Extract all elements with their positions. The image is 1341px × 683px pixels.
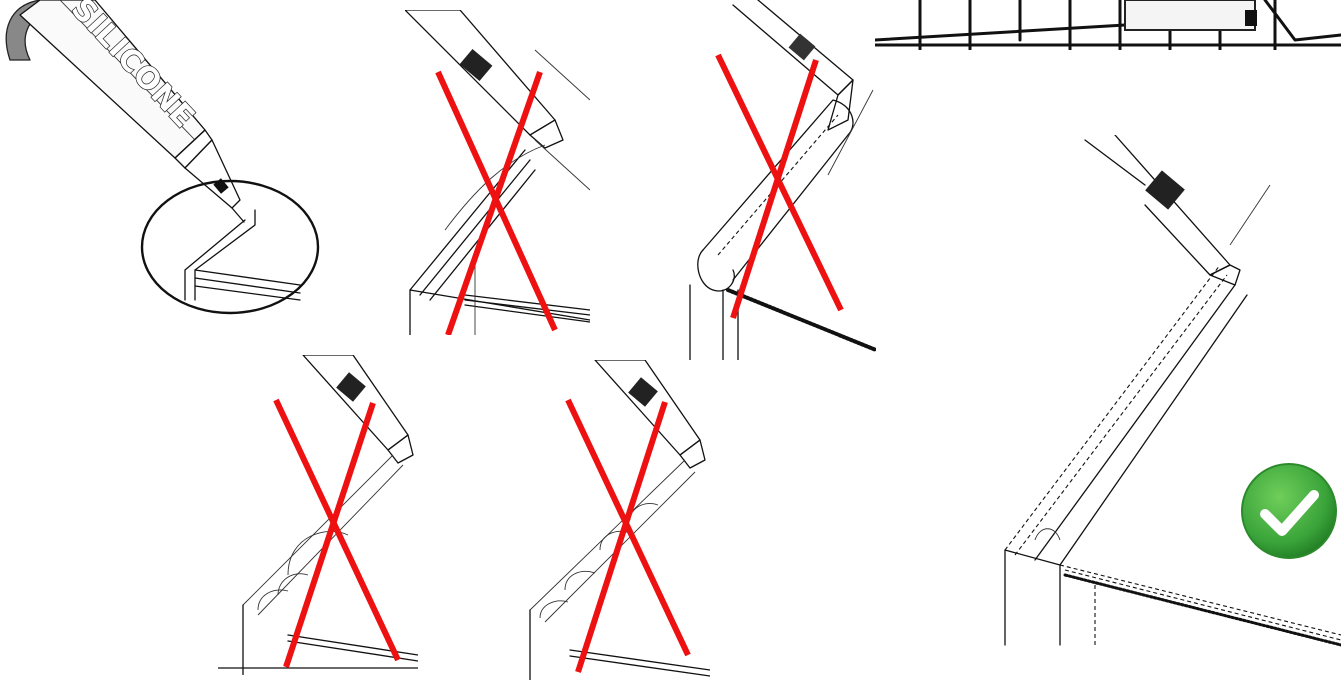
wrong-bead-panel-1: [405, 10, 590, 335]
correct-bead-panel: [995, 135, 1341, 650]
wrong-bead-panel-3: [218, 355, 418, 675]
tile-grid-strip: [875, 0, 1341, 50]
wrong-bead-panel-2: [688, 0, 876, 360]
silicone-gun-panel: SILICONE: [0, 0, 330, 330]
wrong-bead-panel-4: [510, 360, 710, 680]
check-circle-icon: [1240, 462, 1338, 560]
